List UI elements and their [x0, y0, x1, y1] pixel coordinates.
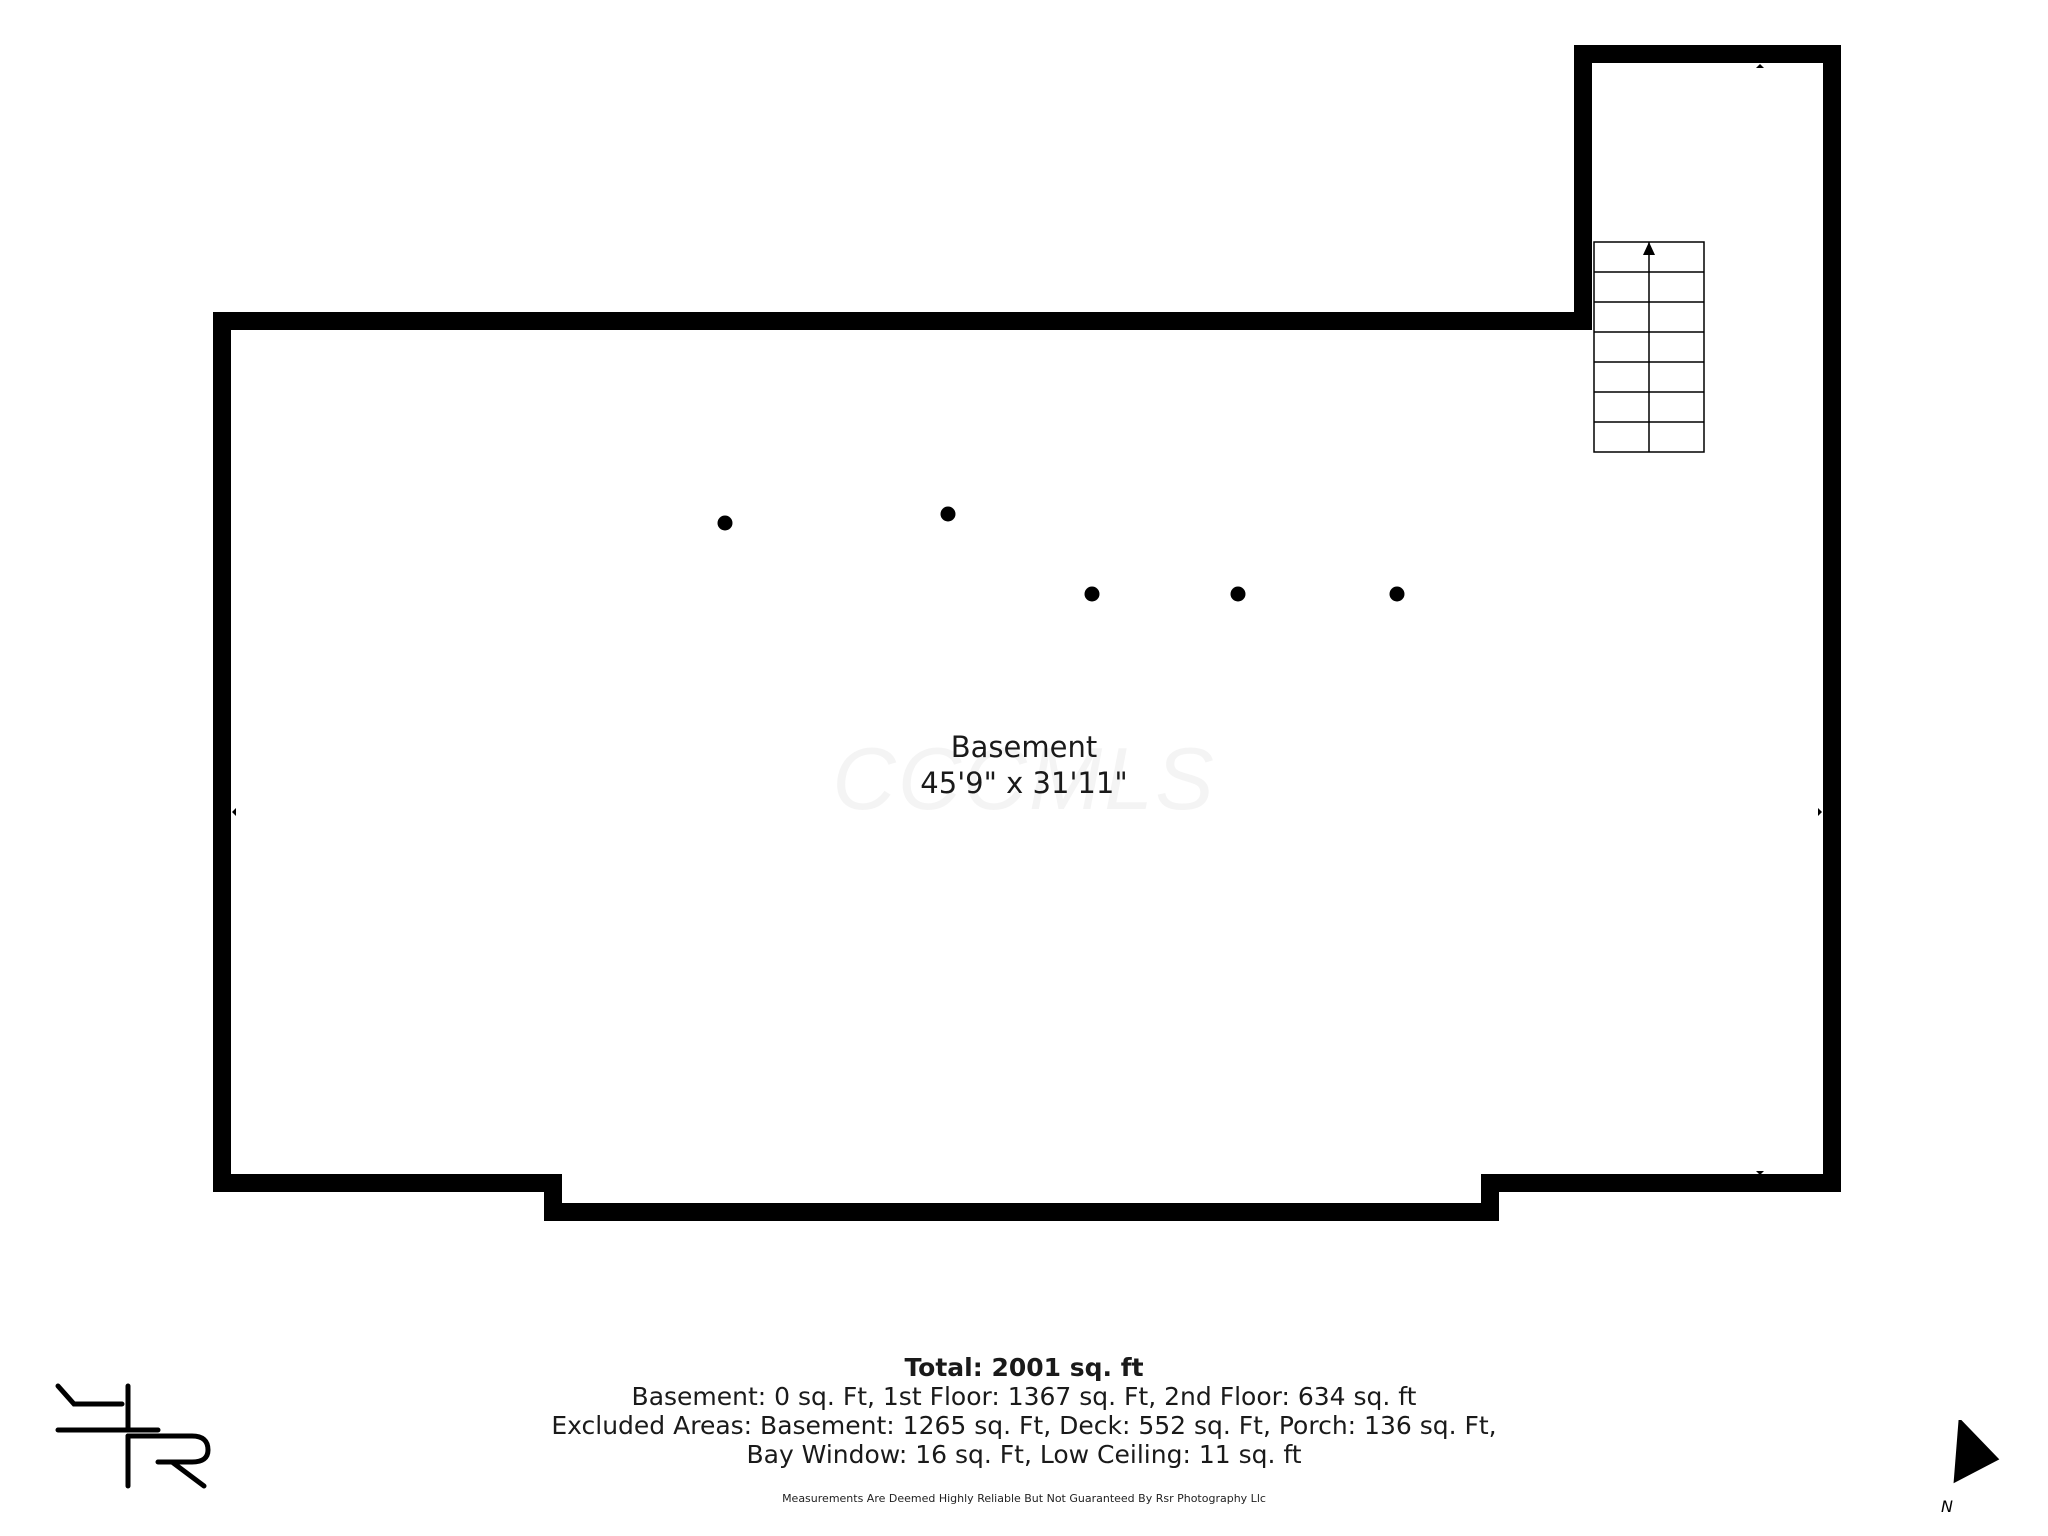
support-post	[1230, 586, 1246, 602]
support-post	[1389, 586, 1405, 602]
support-post	[940, 506, 956, 522]
excluded-areas: Excluded Areas: Basement: 1265 sq. Ft, D…	[551, 1411, 1497, 1440]
dimension-markers	[232, 64, 1822, 1175]
basement-walls	[213, 45, 1841, 1221]
company-logo-icon	[55, 1383, 211, 1489]
staircase	[1593, 241, 1705, 453]
north-arrow-icon	[1953, 1417, 2000, 1484]
area-breakdown: Basement: 0 sq. Ft, 1st Floor: 1367 sq. …	[631, 1382, 1417, 1411]
room-dimensions: 45'9" x 31'11"	[920, 766, 1128, 800]
total-area: Total: 2001 sq. ft	[904, 1353, 1144, 1382]
support-posts	[717, 506, 1405, 602]
support-post	[717, 515, 733, 531]
north-label: N	[1941, 1497, 1953, 1516]
compass: N	[1935, 1417, 2015, 1516]
support-post	[1084, 586, 1100, 602]
stair-up-arrow-icon	[1643, 242, 1655, 255]
watermark: CCCMLS	[824, 728, 1224, 830]
excluded-areas-continued: Bay Window: 16 sq. Ft, Low Ceiling: 11 s…	[746, 1440, 1302, 1469]
room-name: Basement	[950, 730, 1098, 764]
disclaimer: Measurements Are Deemed Highly Reliable …	[782, 1492, 1266, 1505]
